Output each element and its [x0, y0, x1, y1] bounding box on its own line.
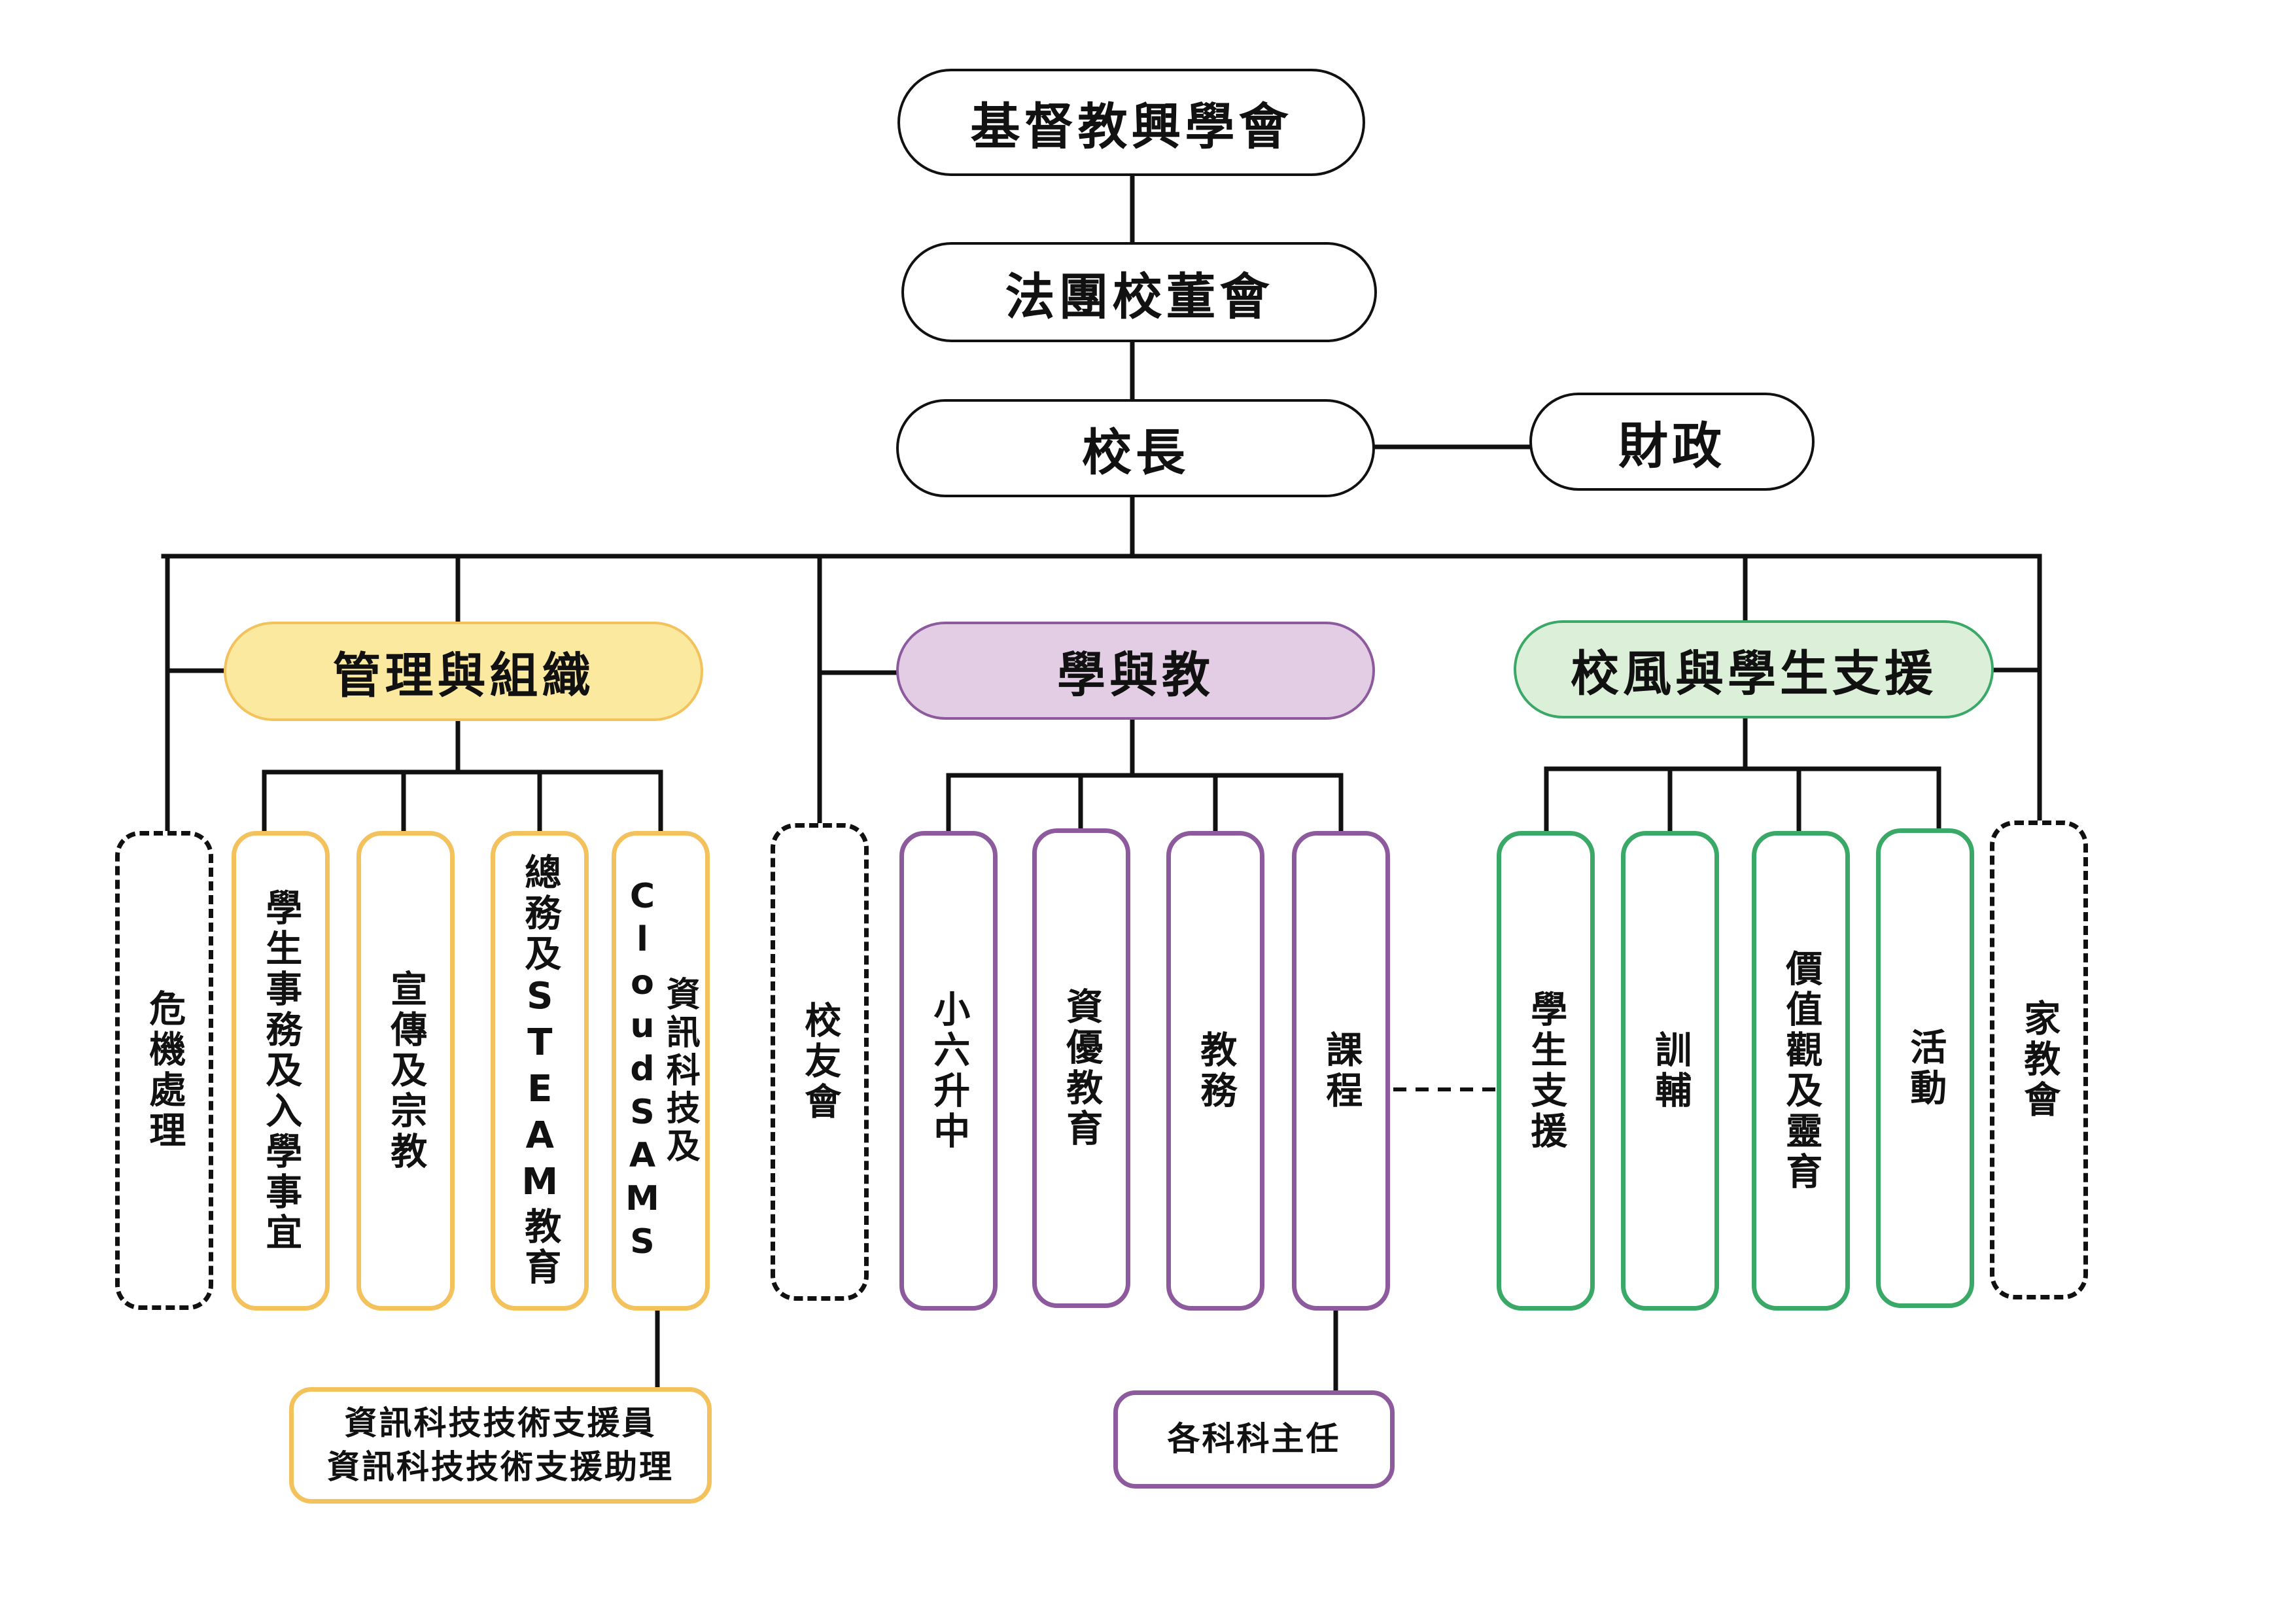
crisis-label: 危機處理	[143, 989, 186, 1152]
student-affairs-box: 學生事務及入學事宜	[232, 831, 330, 1311]
gifted-education-box: 資優教育	[1032, 828, 1130, 1308]
christian-association-box: 基督教興學會	[897, 69, 1365, 176]
learning-group-header: 學與教	[896, 622, 1375, 720]
general-steam-box: 總務及STEAM教育	[491, 831, 589, 1311]
promotion-religion-label: 宣傳及宗教	[384, 969, 427, 1173]
academic-affairs-label: 教務	[1194, 1030, 1237, 1112]
management-group-header: 管理與組織	[224, 622, 703, 721]
finance-label: 財政	[1618, 417, 1726, 475]
curriculum-label: 課程	[1319, 1030, 1363, 1112]
it-support-staff-box: 資訊科技技術支援員 資訊科技技術支援助理	[289, 1387, 712, 1504]
support-group-header: 校風與學生支援	[1514, 620, 1994, 718]
management-group-label: 管理與組織	[332, 647, 595, 704]
it-support-assistant-label: 資訊科技技術支援助理	[327, 1448, 674, 1486]
gifted-education-label: 資優教育	[1060, 987, 1103, 1150]
alumni-label: 校友會	[798, 1001, 841, 1123]
promotion-religion-box: 宣傳及宗教	[357, 831, 455, 1311]
learning-group-label: 學與教	[1057, 646, 1214, 703]
activities-box: 活動	[1876, 828, 1974, 1308]
it-support-officer-label: 資訊科技技術支援員	[344, 1403, 657, 1442]
values-spiritual-label: 價值觀及靈育	[1779, 949, 1822, 1193]
principal-label: 校長	[1082, 423, 1189, 482]
principal-box: 校長	[896, 399, 1375, 497]
pta-label: 家教會	[2017, 999, 2061, 1121]
student-affairs-label: 學生事務及入學事宜	[259, 888, 302, 1254]
crisis-box: 危機處理	[115, 831, 213, 1310]
subject-heads-label: 各科科主任	[1167, 1420, 1341, 1458]
school-board-box: 法團校董會	[901, 242, 1377, 342]
p6-transition-label: 小六升中	[927, 989, 970, 1152]
academic-affairs-box: 教務	[1166, 831, 1264, 1311]
it-cloudsams-box: 資訊科技及CloudSAMS	[612, 831, 710, 1311]
guidance-discipline-label: 訓輔	[1648, 1030, 1692, 1112]
p6-transition-box: 小六升中	[899, 831, 998, 1311]
support-group-label: 校風與學生支援	[1571, 645, 1937, 702]
pta-box: 家教會	[1990, 821, 2088, 1299]
school-board-label: 法團校董會	[1005, 267, 1274, 326]
subject-heads-box: 各科科主任	[1113, 1390, 1395, 1489]
activities-label: 活動	[1904, 1027, 1947, 1109]
student-support-label: 學生支援	[1524, 989, 1567, 1152]
alumni-box: 校友會	[771, 823, 869, 1301]
curriculum-box: 課程	[1292, 831, 1390, 1311]
values-spiritual-box: 價值觀及靈育	[1752, 831, 1850, 1311]
student-support-box: 學生支援	[1497, 831, 1595, 1311]
christian-association-label: 基督教興學會	[970, 97, 1293, 156]
it-cloudsams-label: 資訊科技及CloudSAMS	[623, 876, 700, 1265]
finance-box: 財政	[1529, 393, 1815, 491]
general-steam-label: 總務及STEAM教育	[518, 853, 561, 1288]
guidance-discipline-box: 訓輔	[1621, 831, 1719, 1311]
